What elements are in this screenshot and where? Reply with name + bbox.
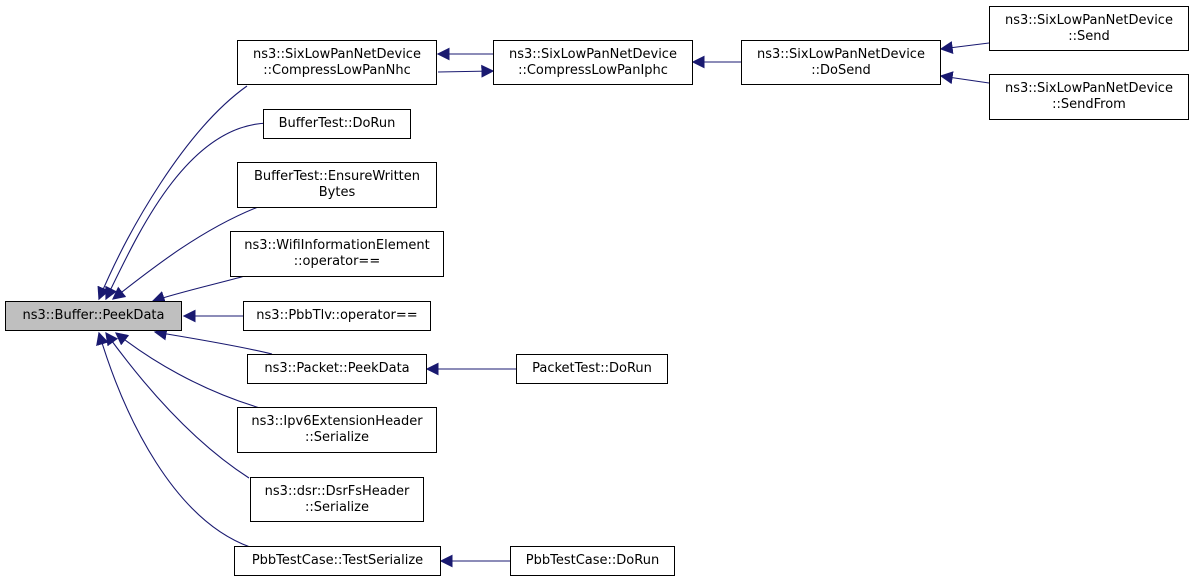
node-label-line: ::Serialize xyxy=(305,430,369,445)
node-label-line: ::Send xyxy=(1068,28,1110,44)
node-sendfrom[interactable]: ns3::SixLowPanNetDevice ::SendFrom xyxy=(989,74,1189,120)
node-buffer-peekdata: ns3::Buffer::PeekData xyxy=(5,301,182,331)
node-label-line: ::CompressLowPanNhc xyxy=(263,62,411,78)
node-label-line: PbbTestCase::TestSerialize xyxy=(251,553,424,568)
node-label-line: ns3::SixLowPanNetDevice xyxy=(253,46,421,62)
node-label-line: ns3::Packet::PeekData xyxy=(264,361,410,376)
edge-dsrSer-to-root xyxy=(105,331,250,479)
node-label-line: PbbTestCase::DoRun xyxy=(525,553,660,568)
node-label-line: Bytes xyxy=(318,185,356,200)
node-label-line: ::DoSend xyxy=(811,62,871,78)
node-label-line: PacketTest::DoRun xyxy=(532,361,652,376)
edge-compressNhc-to-root xyxy=(97,85,248,301)
node-label-line: ns3::dsr::DsrFsHeader xyxy=(264,483,410,499)
edge-bufferDoRun-to-root xyxy=(105,122,269,301)
node-packettest-dorun[interactable]: PacketTest::DoRun xyxy=(516,354,668,384)
node-label-line: ::operator== xyxy=(293,254,381,269)
node-label-line: BufferTest::DoRun xyxy=(278,116,396,131)
node-label-line: ns3::Ipv6ExtensionHeader xyxy=(251,414,423,429)
node-label-line: ::Serialize xyxy=(305,499,369,515)
node-ipv6extensionheader-serialize[interactable]: ns3::Ipv6ExtensionHeader ::Serialize xyxy=(237,407,437,453)
edge-compressNhc-to-compressIphc xyxy=(437,64,495,78)
node-buffertest-ensurewrittenbytes[interactable]: BufferTest::EnsureWritten Bytes xyxy=(237,162,437,208)
edge-ensureBytes-to-root xyxy=(111,206,259,300)
edge-ipv6Ser-to-root xyxy=(114,332,261,409)
node-send[interactable]: ns3::SixLowPanNetDevice ::Send xyxy=(989,6,1189,51)
edge-wifiOp-to-root xyxy=(151,275,246,304)
node-pbbtlv-operator[interactable]: ns3::PbbTlv::operator== xyxy=(243,301,431,331)
node-pbbtestcase-dorun[interactable]: PbbTestCase::DoRun xyxy=(510,546,675,576)
edge-pbbTestSer-to-root xyxy=(96,331,251,548)
node-dsrfsheader-serialize[interactable]: ns3::dsr::DsrFsHeader ::Serialize xyxy=(250,477,424,522)
node-label-line: ns3::SixLowPanNetDevice xyxy=(1005,12,1173,28)
node-compress-lowpan-nhc[interactable]: ns3::SixLowPanNetDevice ::CompressLowPan… xyxy=(237,40,437,85)
node-buffertest-dorun[interactable]: BufferTest::DoRun xyxy=(263,109,411,139)
node-pbbtestcase-testserialize[interactable]: PbbTestCase::TestSerialize xyxy=(234,546,441,576)
node-wifiinformationelement-operator[interactable]: ns3::WifiInformationElement ::operator== xyxy=(230,231,444,277)
edge-packetPeek-to-root xyxy=(153,327,273,355)
node-dosend[interactable]: ns3::SixLowPanNetDevice ::DoSend xyxy=(741,40,941,85)
node-label-line: ::SendFrom xyxy=(1052,97,1126,112)
node-compress-lowpan-iphc[interactable]: ns3::SixLowPanNetDevice ::CompressLowPan… xyxy=(493,40,693,85)
node-label-line: ns3::PbbTlv::operator== xyxy=(256,308,418,323)
node-label-line: ns3::SixLowPanNetDevice xyxy=(757,46,925,62)
node-label-line: BufferTest::EnsureWritten xyxy=(254,169,420,184)
node-label-line: ::CompressLowPanIphc xyxy=(518,62,668,78)
edge-send-to-doSend xyxy=(939,41,990,54)
node-label-line: ns3::WifiInformationElement xyxy=(244,238,430,253)
node-label-line: ns3::Buffer::PeekData xyxy=(22,308,165,323)
node-label-line: ns3::SixLowPanNetDevice xyxy=(509,46,677,62)
node-packet-peekdata[interactable]: ns3::Packet::PeekData xyxy=(247,354,427,384)
node-label-line: ns3::SixLowPanNetDevice xyxy=(1005,81,1173,96)
edge-sendFrom-to-doSend xyxy=(939,71,990,85)
